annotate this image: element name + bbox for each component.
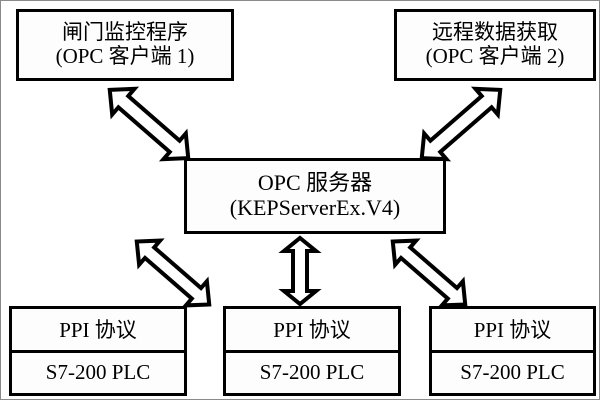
node-plc-2: PPI 协议 S7-200 PLC [223, 306, 401, 396]
node-plc-3: PPI 协议 S7-200 PLC [429, 306, 596, 396]
node-gate-monitoring-client: 闸门监控程序 (OPC 客户端 1) [16, 9, 234, 81]
connector-client1-server [107, 86, 191, 162]
node-plc1-device: S7-200 PLC [45, 360, 151, 385]
node-plc3-protocol: PPI 协议 [432, 309, 593, 353]
node-server-line1: OPC 服务器 [257, 170, 373, 196]
node-plc2-device: S7-200 PLC [259, 360, 365, 385]
node-client1-line2: (OPC 客户端 1) [55, 44, 195, 68]
connector-server-plc2 [278, 235, 322, 307]
node-plc3-device: S7-200 PLC [460, 360, 565, 385]
node-plc1-protocol: PPI 协议 [12, 309, 184, 353]
node-client2-line1: 远程数据获取 [432, 20, 558, 45]
node-server-line2: (KEPServerEx.V4) [229, 195, 401, 220]
node-plc2-protocol: PPI 协议 [226, 309, 398, 353]
node-plc-1: PPI 协议 S7-200 PLC [9, 306, 187, 396]
node-opc-server: OPC 服务器 (KEPServerEx.V4) [184, 158, 446, 234]
connector-client2-server [419, 86, 503, 162]
node-client1-line1: 闸门监控程序 [62, 20, 188, 45]
connector-server-plc3 [390, 238, 468, 308]
node-client2-line2: (OPC 客户端 2) [425, 44, 565, 68]
node-remote-data-client: 远程数据获取 (OPC 客户端 2) [394, 9, 596, 81]
connector-server-plc1 [134, 238, 212, 308]
